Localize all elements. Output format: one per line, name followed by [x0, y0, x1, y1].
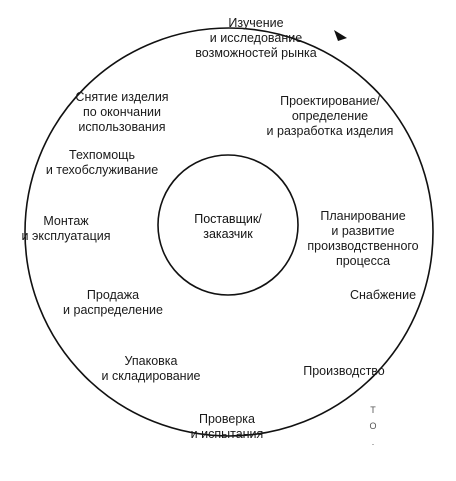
stage-installation-line-2: и эксплуатация — [21, 229, 111, 243]
stage-process-planning-line-2: и развитие — [331, 224, 395, 238]
stage-research: Изучение и исследование возможностей рын… — [195, 16, 316, 61]
stage-production-line-1: Производство — [303, 364, 385, 378]
stage-testing-line-1: Проверка — [198, 412, 255, 426]
margin-mark-2: О — [369, 421, 377, 431]
stage-sales: Продажа и распределение — [63, 288, 163, 318]
stage-disposal: Снятие изделия по окончании использовани… — [75, 90, 168, 135]
stage-service-line-1: Техпомощь — [69, 148, 135, 162]
stage-packing-line-1: Упаковка — [124, 354, 178, 368]
stage-service: Техпомощь и техобслуживание — [46, 148, 158, 178]
center-label-line-1: Поставщик/ — [194, 212, 262, 226]
stage-research-line-3: возможностей рынка — [195, 46, 317, 60]
stage-process-planning-line-1: Планирование — [320, 209, 406, 223]
margin-mark-1: Т — [370, 405, 376, 415]
stage-sales-line-2: и распределение — [63, 303, 163, 317]
stage-design-line-1: Проектирование/ — [280, 94, 380, 108]
stage-process-planning: Планирование и развитие производственног… — [307, 209, 418, 269]
stage-design-line-3: и разработка изделия — [266, 124, 394, 138]
stage-disposal-line-2: по окончании — [83, 105, 161, 119]
stage-process-planning-line-4: процесса — [335, 254, 391, 268]
inner-center-circle — [157, 154, 299, 296]
stage-research-line-2: и исследование — [209, 31, 303, 45]
margin-mark-3: . — [371, 437, 375, 447]
stage-service-line-2: и техобслуживание — [45, 163, 159, 177]
stage-disposal-line-1: Снятие изделия — [75, 90, 169, 104]
stage-research-line-1: Изучение — [228, 16, 284, 30]
stage-sales-line-1: Продажа — [86, 288, 140, 302]
center-label: Поставщик/ заказчик — [194, 212, 262, 242]
stage-packing-line-2: и складирование — [101, 369, 201, 383]
stage-procurement-line-1: Снабжение — [349, 288, 417, 302]
outer-cycle-ring — [24, 27, 434, 437]
stage-installation-line-1: Монтаж — [43, 214, 89, 228]
stage-disposal-line-3: использования — [78, 120, 166, 134]
stage-packing: Упаковка и складирование — [101, 354, 200, 384]
cycle-direction-arrow-icon — [334, 30, 347, 41]
stage-production: Производство — [303, 364, 385, 379]
stage-testing-line-2: и испытания — [190, 427, 264, 441]
stage-design-line-2: определение — [291, 109, 369, 123]
stage-installation: Монтаж и эксплуатация — [22, 214, 111, 244]
stage-procurement: Снабжение — [350, 288, 416, 303]
margin-marks: Т О . — [367, 402, 379, 450]
stage-design: Проектирование/ определение и разработка… — [267, 94, 394, 139]
stage-process-planning-line-3: производственного — [307, 239, 419, 253]
stage-testing: Проверка и испытания — [191, 412, 264, 442]
center-label-line-2: заказчик — [203, 227, 253, 241]
